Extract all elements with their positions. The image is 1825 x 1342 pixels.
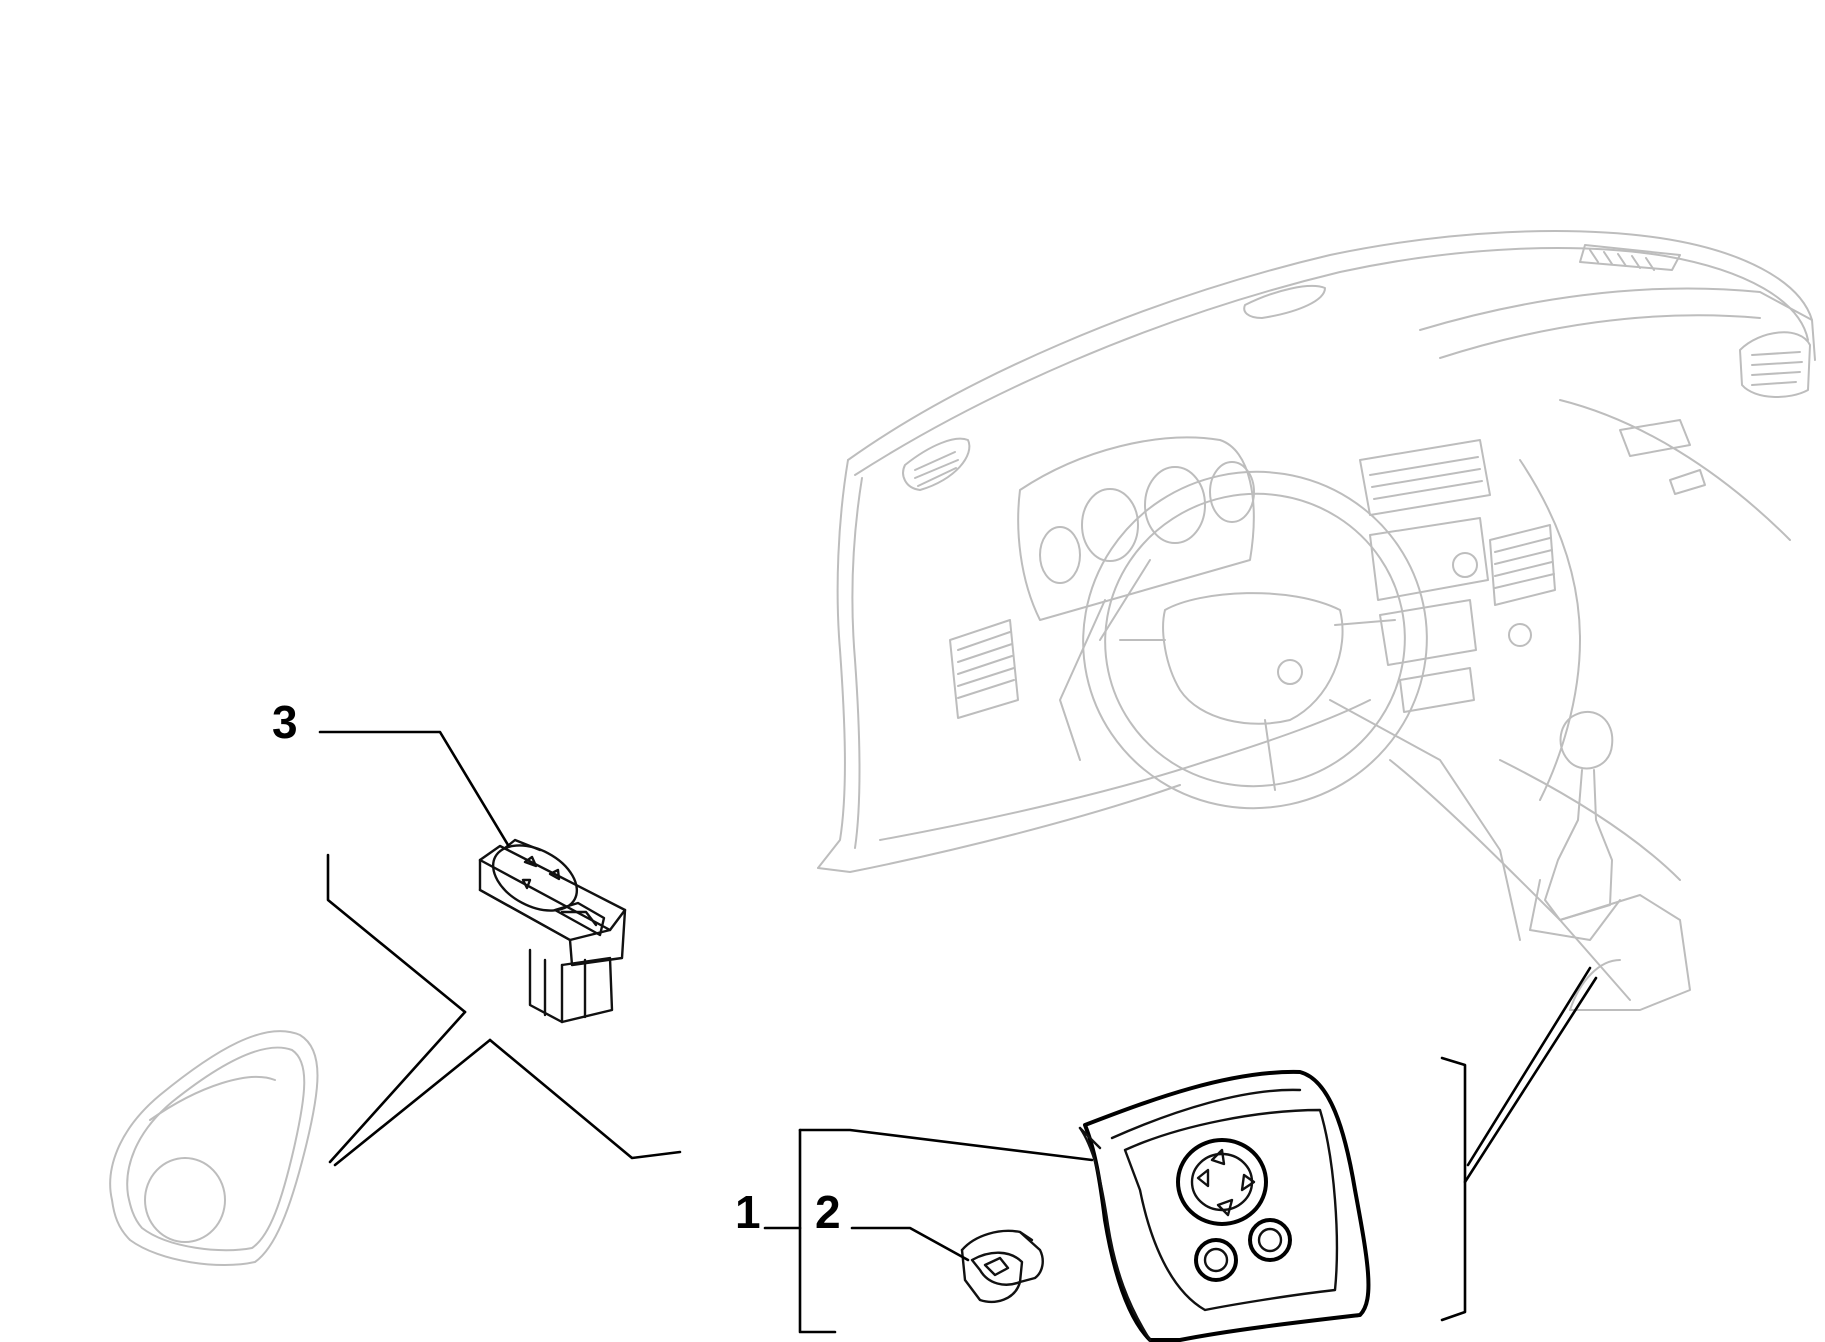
- callout-2: 2: [815, 1186, 841, 1238]
- leader-lines: [318, 730, 1598, 1334]
- callout-1: 1: [735, 1186, 761, 1238]
- trim-bezel: [109, 1030, 319, 1267]
- part-3-switch-unit: [478, 838, 627, 1024]
- callout-3: 3: [272, 696, 298, 748]
- part-2-clip: [960, 1229, 1044, 1304]
- part-1-switch-panel: [1078, 1069, 1371, 1342]
- dashboard-outline: [817, 230, 1816, 1011]
